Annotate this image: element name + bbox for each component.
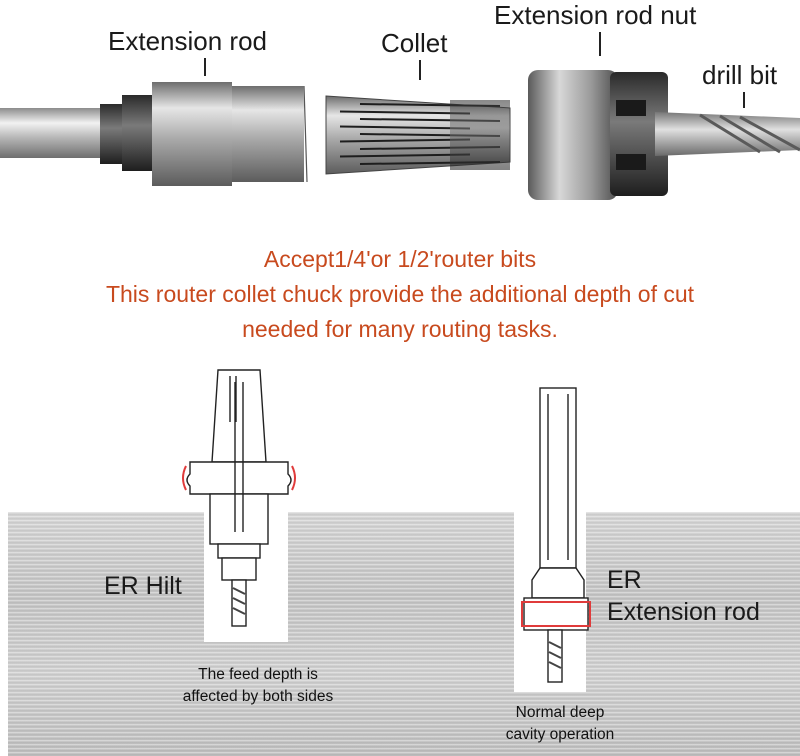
extension-rod-part (0, 82, 308, 186)
left-note: The feed depth is affected by both sides (158, 664, 358, 708)
er-extension-rod-diagram (521, 387, 591, 683)
headline-line-1: Accept1/4'or 1/2'router bits (263, 246, 537, 272)
drill-bit-pointer (743, 92, 745, 108)
extension-rod-nut-label: Extension rod nut (494, 0, 697, 30)
er-extension-label-line-1: ER (607, 566, 642, 594)
collet-slot (339, 138, 471, 143)
er-hilt-label: ER Hilt (104, 572, 182, 600)
collet-slot (339, 110, 471, 115)
collet-part (325, 95, 511, 175)
product-illustration (0, 70, 800, 200)
collet-slot (339, 153, 471, 158)
er-extension-label-line-2: Extension rod (607, 598, 760, 626)
product-photo (0, 0, 800, 225)
extension-rod-label: Extension rod (108, 26, 267, 56)
left-note-line-1: The feed depth is (198, 666, 318, 683)
collet-label: Collet (381, 28, 448, 58)
er-hilt-diagram (182, 369, 296, 627)
right-note-line-2: cavity operation (505, 726, 615, 743)
workpiece-background (8, 512, 800, 756)
extension-rod-nut-part (528, 70, 668, 200)
right-note-line-1: Normal deep (515, 704, 605, 721)
left-note-line-2: affected by both sides (182, 688, 334, 705)
extension-rod-pointer (204, 58, 206, 76)
collet-pointer (419, 60, 421, 80)
drill-bit-part (655, 112, 800, 156)
thread-line (303, 85, 308, 183)
collet-slot (339, 125, 471, 130)
drill-bit-label: drill bit (702, 60, 778, 90)
extension-rod-nut-pointer (599, 32, 601, 56)
headline-line-2: This router collet chuck provide the add… (105, 281, 695, 307)
right-note: Normal deep cavity operation (480, 702, 640, 746)
headline-line-3: needed for many routing tasks. (242, 316, 558, 342)
